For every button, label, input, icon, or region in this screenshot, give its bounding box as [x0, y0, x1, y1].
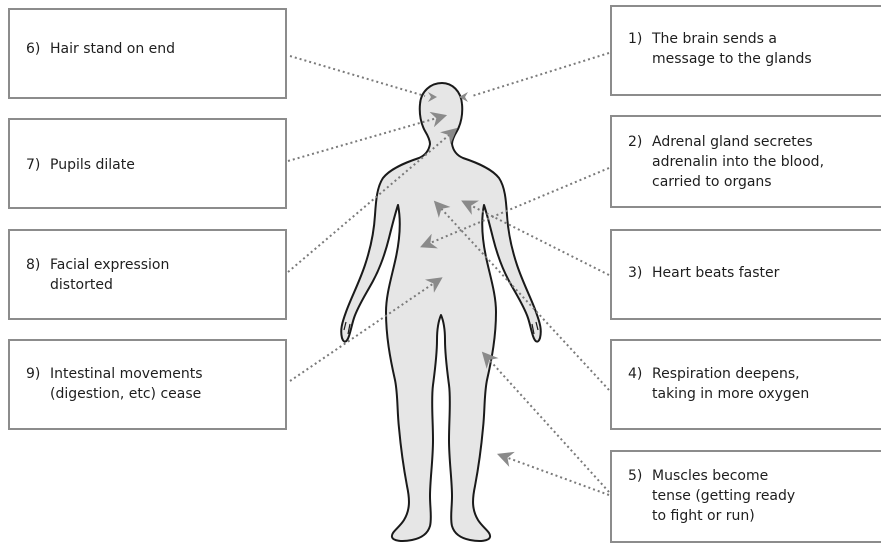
arrow-head-icon — [428, 92, 437, 102]
connector-3-heart — [464, 202, 609, 275]
label-box-1: 1) The brain sends a message to the glan… — [610, 5, 881, 96]
label-4-text: Respiration deepens, taking in more oxyg… — [652, 364, 809, 404]
label-box-3: 3) Heart beats faster — [610, 229, 881, 320]
label-6-text: Hair stand on end — [50, 39, 175, 59]
label-3-number: 3) — [628, 263, 642, 283]
label-box-9: 9) Intestinal movements (digestion, etc)… — [8, 339, 287, 430]
label-7-text: Pupils dilate — [50, 155, 135, 175]
connector-9-intestine — [290, 279, 440, 381]
connector-5-muscles-calf — [500, 455, 609, 495]
connector-7-pupils — [288, 116, 444, 161]
label-9-number: 9) — [26, 364, 40, 384]
label-8-number: 8) — [26, 255, 40, 275]
label-4-number: 4) — [628, 364, 642, 384]
label-box-6: 6) Hair stand on end — [8, 8, 287, 99]
label-box-8: 8) Facial expression distorted — [8, 229, 287, 320]
label-1-text: The brain sends a message to the glands — [652, 29, 812, 69]
label-8-text: Facial expression distorted — [50, 255, 169, 295]
label-box-7: 7) Pupils dilate — [8, 118, 287, 209]
label-2-number: 2) — [628, 132, 642, 152]
label-5-text: Muscles become tense (getting ready to f… — [652, 466, 795, 526]
label-7-number: 7) — [26, 155, 40, 175]
arrow-head-icon — [459, 92, 468, 102]
label-6-number: 6) — [26, 39, 40, 59]
connector-2-adrenal — [423, 168, 609, 246]
label-box-4: 4) Respiration deepens, taking in more o… — [610, 339, 881, 430]
connector-8-face — [288, 130, 455, 272]
label-9-text: Intestinal movements (digestion, etc) ce… — [50, 364, 203, 404]
label-box-2: 2) Adrenal gland secretes adrenalin into… — [610, 115, 881, 208]
connector-4-respiration — [436, 203, 609, 390]
label-box-5: 5) Muscles become tense (getting ready t… — [610, 450, 881, 543]
connector-6-hair — [290, 56, 425, 96]
label-5-number: 5) — [628, 466, 642, 486]
label-2-text: Adrenal gland secretes adrenalin into th… — [652, 132, 824, 192]
label-1-number: 1) — [628, 29, 642, 49]
connector-1-brain — [472, 53, 609, 96]
label-3-text: Heart beats faster — [652, 263, 779, 283]
